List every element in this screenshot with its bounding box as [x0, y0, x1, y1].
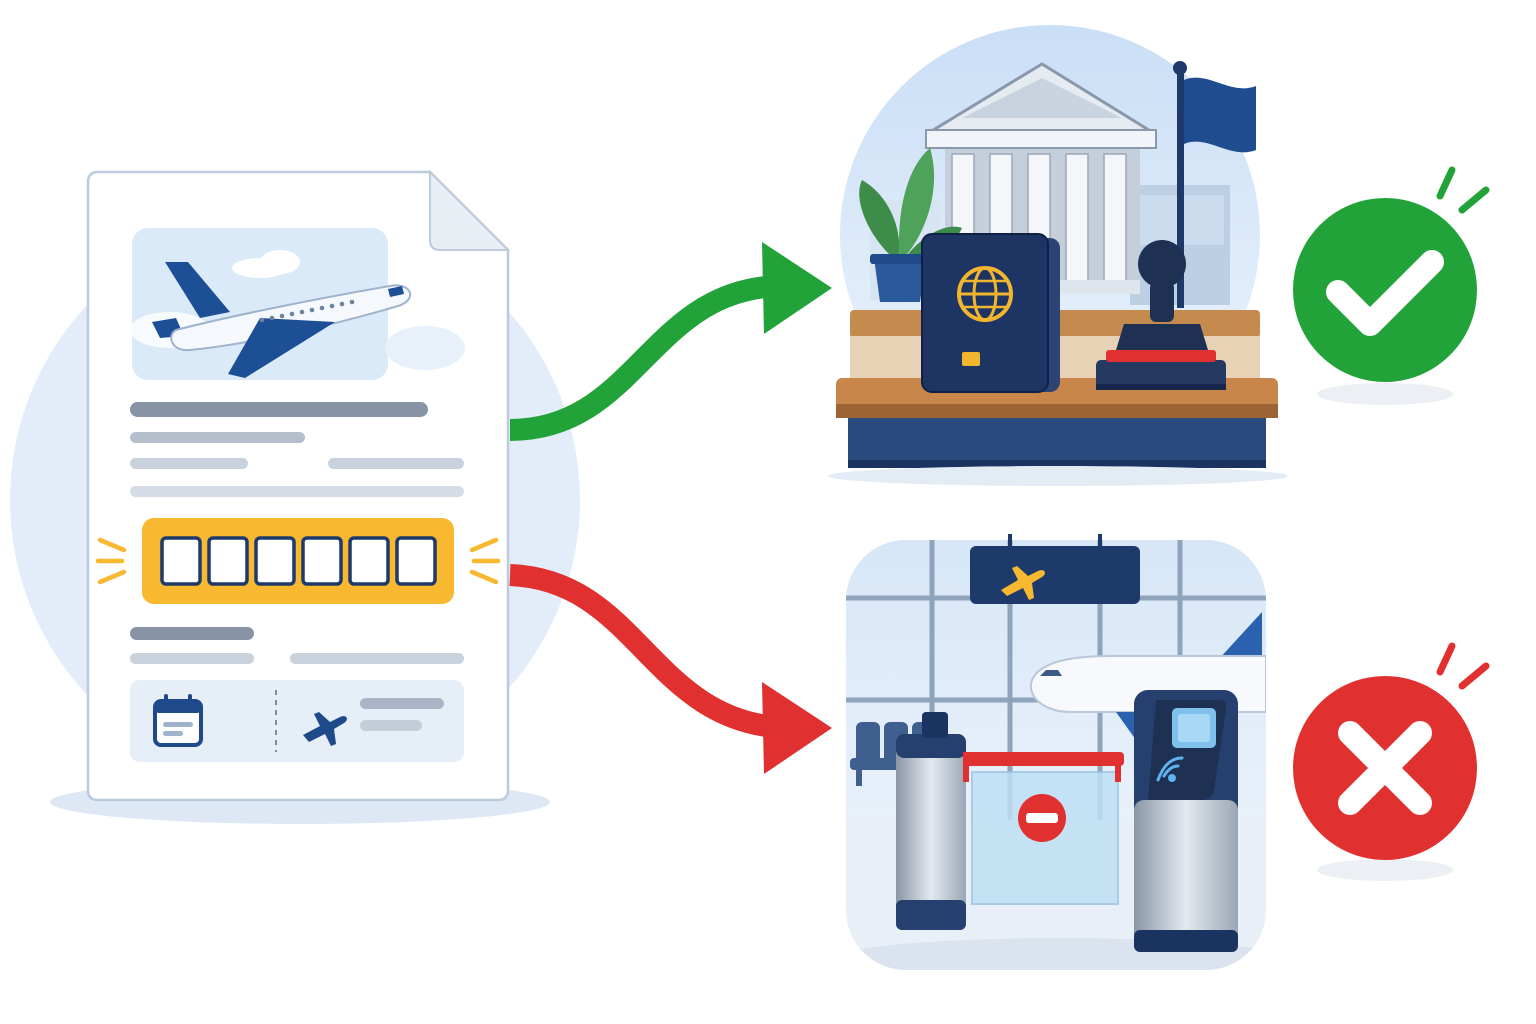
document-footer-strip	[130, 680, 464, 762]
calendar-icon	[153, 694, 203, 747]
booking-code-boxes	[160, 536, 437, 586]
booking-code-box	[348, 536, 390, 586]
gate-sign	[970, 534, 1140, 604]
boarding-scanner-icon	[1134, 690, 1238, 952]
passport-icon	[921, 233, 1060, 393]
plant-icon	[859, 148, 962, 302]
document-text-lines	[130, 402, 464, 497]
booking-code-box	[254, 536, 296, 586]
accept-arrow	[509, 242, 832, 441]
booking-code-box	[395, 536, 437, 586]
source-document-group	[10, 169, 580, 824]
plane-icon	[303, 712, 347, 746]
gate-glass-barrier	[963, 752, 1124, 905]
accepted-result	[1293, 166, 1490, 405]
document-corner-fold	[429, 169, 511, 251]
document-hero-image	[130, 228, 465, 380]
document-lower-lines	[130, 627, 464, 664]
check-icon	[1326, 250, 1444, 336]
highlight-rays	[95, 537, 501, 585]
booking-code-box	[301, 536, 343, 586]
x-icon	[1338, 721, 1432, 815]
rejected-result	[1293, 642, 1490, 881]
flag-icon	[1173, 61, 1256, 308]
booking-code-field	[142, 518, 454, 604]
booking-code-box	[207, 536, 249, 586]
no-entry-icon	[1018, 794, 1066, 842]
booking-code-box	[160, 536, 202, 586]
airplane-icon	[152, 262, 412, 378]
airport-boarding-gate	[846, 534, 1266, 970]
stamp-icon	[1096, 240, 1226, 390]
plane-sign-icon	[1001, 566, 1045, 600]
embassy-visa-desk	[828, 25, 1288, 486]
reject-arrow	[509, 564, 832, 774]
gate-left-pillar	[896, 712, 966, 930]
